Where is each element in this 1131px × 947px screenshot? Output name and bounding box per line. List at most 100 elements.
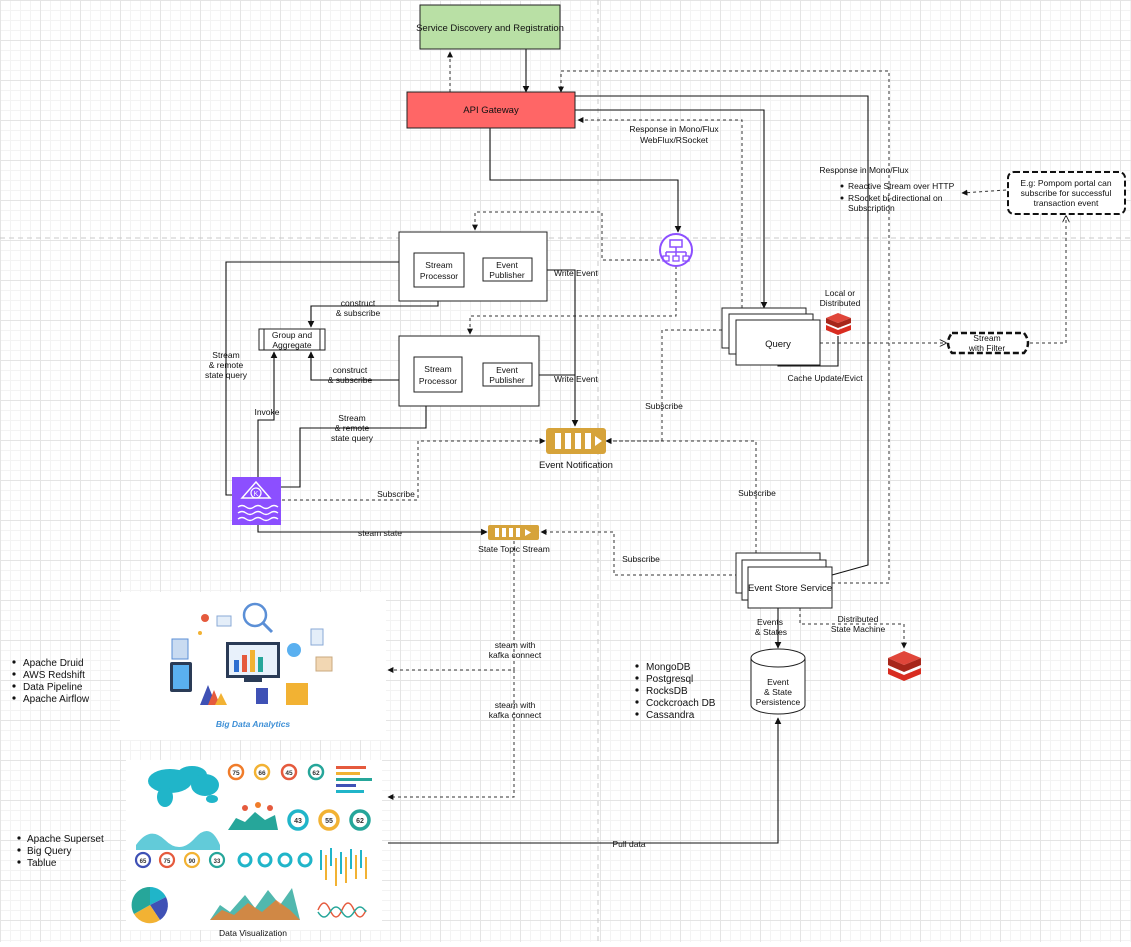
reactive-option-1: Reactive Stream over HTTP (848, 181, 955, 191)
kafka-connect-label-1a: steam with (495, 640, 536, 650)
gauge-value: 45 (285, 770, 293, 777)
local-distributed-label-1: Local or (825, 288, 855, 298)
reactive-option-2a: RSocket bi-directional on (848, 193, 943, 203)
reactive-option-2b: Subscription (848, 203, 895, 213)
kafka-connect-label-2a: steam with (495, 700, 536, 710)
subscribe-label-4: Subscribe (622, 554, 660, 564)
circle-value: 33 (214, 859, 221, 865)
database-item: RocksDB (646, 686, 688, 697)
edge-kstreams-subscribe (282, 438, 546, 501)
event-store-service-label: Event Store Service (748, 583, 832, 594)
data-visualization-infographic: 75 66 45 62 43 55 62 65 75 90 33 (126, 760, 382, 938)
edge-gateway-to-query (575, 109, 768, 309)
stream-processor-label: Stream (425, 260, 452, 270)
big-data-tools-list: Apache Druid AWS Redshift Data Pipeline … (12, 658, 90, 705)
data-visualization-label: Data Visualization (219, 928, 287, 938)
edge-pull-data (388, 717, 782, 844)
persistence-label-3: Persistence (756, 697, 801, 707)
edge-filter-to-pompom (1030, 216, 1066, 344)
big-data-tool: Apache Druid (23, 658, 84, 669)
event-publisher-label-2: Publisher (489, 270, 525, 280)
infographic-bars (320, 848, 367, 886)
event-publisher-label: Event (496, 365, 518, 375)
edge-steam-state (257, 525, 488, 536)
persistence-label-2: & State (764, 687, 792, 697)
edge-pompom-to-reactive (961, 189, 1007, 196)
big-data-tool: Apache Airflow (23, 694, 90, 705)
events-states-label-1: Events (757, 617, 783, 627)
event-store-service-node[interactable]: Event Store Service (735, 552, 833, 609)
kafka-connect-label-1b: kafka connect (489, 650, 542, 660)
edge-eventstore-subscribe-state (540, 529, 738, 576)
api-gateway-node[interactable]: API Gateway (406, 91, 576, 129)
service-discovery-label: Service Discovery and Registration (416, 23, 564, 34)
group-aggregate-node[interactable]: Group and Aggregate (258, 328, 326, 351)
edge-kstreams-invoke (257, 351, 278, 477)
construct-label-1b: & subscribe (336, 308, 381, 318)
webflux-label: WebFlux/RSocket (640, 135, 709, 145)
local-distributed-label-2: Distributed (820, 298, 861, 308)
subscribe-label-3: Subscribe (738, 488, 776, 498)
event-publisher-label: Event (496, 260, 518, 270)
service-discovery-node[interactable]: Service Discovery and Registration (416, 4, 564, 50)
pompom-line-1: E.g: Pompom portal can (1020, 178, 1111, 188)
viz-tool: Big Query (27, 846, 71, 857)
filter-label-2: with Filter (968, 343, 1006, 353)
edge-kstreams-to-processor-1 (225, 258, 413, 496)
stream-remote-label-2b: & remote (335, 423, 370, 433)
stream-remote-label-1c: state query (205, 370, 248, 380)
state-topic-stream-queue[interactable]: State Topic Stream (478, 525, 550, 554)
event-notification-queue[interactable]: Event Notification (539, 428, 613, 471)
stream-remote-label-1b: & remote (209, 360, 244, 370)
steam-state-label: steam state (358, 528, 402, 538)
invoke-label: Invoke (254, 407, 279, 417)
stream-remote-label-2a: Stream (338, 413, 365, 423)
edge-query-subscribe (605, 329, 728, 444)
kafka-connect-label-2b: kafka connect (489, 710, 542, 720)
distributed-state-label-2: State Machine (831, 624, 886, 634)
viz-tools-list: Apache Superset Big Query Tablue (17, 834, 104, 869)
donut-value: 62 (356, 818, 364, 825)
write-event-label-1: Write Event (554, 268, 598, 278)
response-label-2: Response in Mono/Flux (819, 165, 909, 175)
stream-remote-label-1a: Stream (212, 350, 239, 360)
viz-tool: Apache Superset (27, 834, 104, 845)
state-topic-stream-label: State Topic Stream (478, 544, 550, 554)
subscribe-label-2: Subscribe (645, 401, 683, 411)
load-balancer-icon (659, 233, 693, 267)
stream-remote-label-2c: state query (331, 433, 374, 443)
filter-label-1: Stream (973, 333, 1000, 343)
construct-label-2b: & subscribe (328, 375, 373, 385)
circle-value: 90 (189, 859, 196, 865)
api-gateway-label: API Gateway (463, 105, 519, 116)
construct-label-1a: construct (341, 298, 376, 308)
events-states-label-2: & States (755, 627, 787, 637)
edge-eventstore-response (558, 70, 890, 584)
edge-gateway-to-eventstore (575, 95, 869, 576)
viz-tool: Tablue (27, 858, 57, 869)
database-item: Cassandra (646, 710, 695, 721)
query-node[interactable]: Query (721, 307, 821, 366)
processor-container-1[interactable]: Stream Processor Event Publisher (398, 231, 548, 302)
edge-kstreams-to-processor-2 (280, 391, 430, 488)
edge-labels: Response in Mono/Flux WebFlux/RSocket Re… (205, 124, 909, 849)
circle-value: 75 (164, 859, 171, 865)
big-data-analytics-illustration: Big Data Analytics (120, 592, 386, 740)
group-aggregate-label-2: Aggregate (272, 340, 311, 350)
persistence-cylinder[interactable]: Event & State Persistence (750, 648, 806, 715)
gauge-value: 66 (258, 770, 266, 777)
donut-value: 43 (294, 818, 302, 825)
query-label: Query (765, 339, 791, 350)
pompom-line-3: transaction event (1034, 198, 1099, 208)
processor-container-2[interactable]: Stream Processor Event Publisher (398, 335, 540, 407)
databases-list: MongoDB Postgresql RocksDB Cockcroach DB… (635, 662, 716, 721)
group-aggregate-label: Group and (272, 330, 312, 340)
redis-state-icon (888, 651, 921, 681)
edge-query-response (577, 117, 743, 308)
kafka-k-glyph: K (254, 491, 259, 498)
circle-value: 65 (140, 859, 147, 865)
stream-with-filter-node[interactable]: Stream with Filter (946, 331, 1030, 355)
donut-value: 55 (325, 818, 333, 825)
